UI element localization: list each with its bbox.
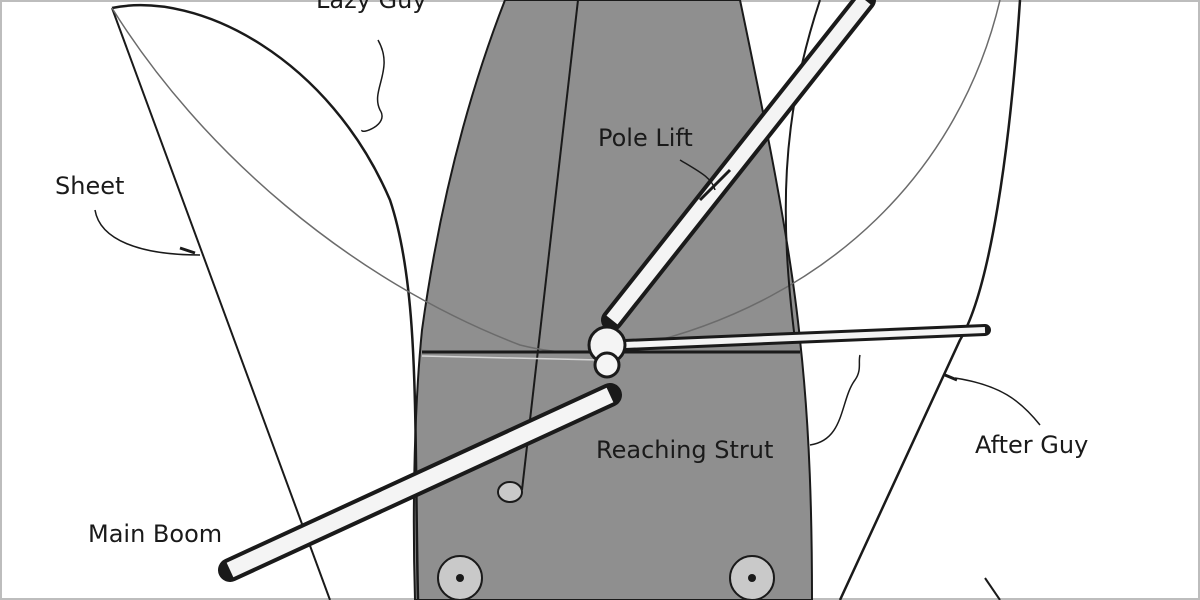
forestay-line (521, 0, 579, 491)
label-reaching-strut: Reaching Strut (596, 436, 774, 464)
main-boom (218, 383, 622, 582)
winch-left-hub (456, 574, 464, 582)
starboard-sail-outline (838, 0, 1022, 600)
port-sail-leech (111, 7, 331, 600)
after-guy-mark (944, 373, 958, 382)
label-sheet: Sheet (55, 172, 125, 200)
label-after-guy: After Guy (975, 431, 1089, 459)
sheet-mark (179, 246, 196, 255)
after-guy-curve (639, 0, 1001, 346)
mast-fitting-inner (593, 351, 621, 379)
label-main-boom: Main Boom (88, 520, 223, 548)
pole-lift-leader (679, 159, 716, 191)
deck-crossbar-light (421, 355, 601, 361)
reaching-strut (619, 324, 991, 351)
sheet-right-line (784, 0, 821, 341)
winch-right-hub (748, 574, 756, 582)
arrow-mark-bottom-right (984, 577, 1001, 600)
label-pole-lift: Pole Lift (598, 124, 693, 152)
after-guy-leader (954, 377, 1041, 426)
spinnaker-pole (601, 0, 876, 331)
port-sail-outline (111, 3, 420, 600)
lazy-guy-leader (361, 39, 385, 132)
boat-deck (412, 0, 814, 600)
label-lazy-guy: Lazy Guy (316, 0, 427, 14)
sheet-leader (94, 209, 201, 256)
reaching-strut-leader (809, 354, 861, 446)
deck-block (497, 481, 523, 503)
